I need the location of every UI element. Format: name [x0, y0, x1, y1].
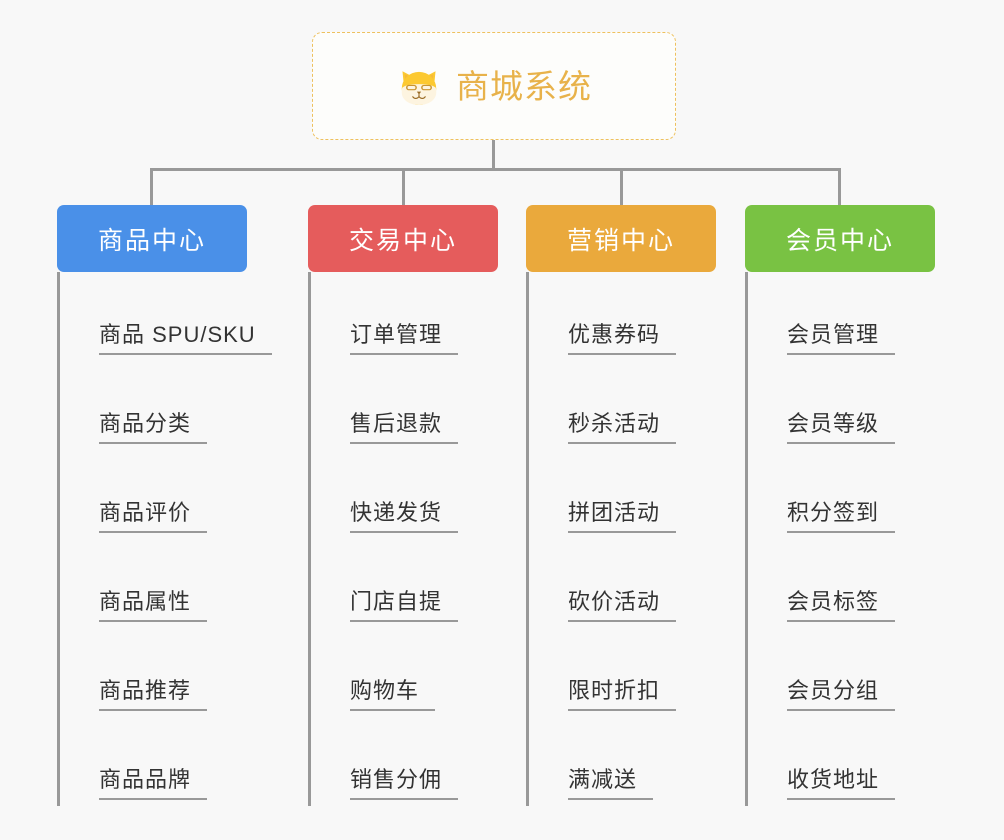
list-item[interactable]: 商品 SPU/SKU [71, 272, 272, 361]
list-item[interactable]: 购物车 [322, 628, 498, 717]
connector-drop-会员中心 [838, 168, 841, 206]
list-item[interactable]: 商品推荐 [71, 628, 247, 717]
list-item-label: 秒杀活动 [568, 411, 677, 444]
list-item[interactable]: 满减送 [540, 717, 716, 806]
list-item[interactable]: 订单管理 [322, 272, 498, 361]
list-item[interactable]: 售后退款 [322, 361, 498, 450]
list-item-label: 会员等级 [787, 411, 896, 444]
branch-header-label: 商品中心 [97, 226, 206, 255]
root-node[interactable]: 商城系统 [312, 32, 676, 140]
list-item-label: 砍价活动 [568, 589, 677, 622]
connector-drop-营销中心 [620, 168, 623, 206]
branch-item-list: 优惠券码 秒杀活动 拼团活动 砍价活动 限时折扣 满减送 [526, 272, 716, 806]
branch-item-list: 会员管理 会员等级 积分签到 会员标签 会员分组 收货地址 [745, 272, 935, 806]
list-item-label: 会员管理 [787, 322, 896, 355]
list-item-label: 会员分组 [787, 678, 896, 711]
list-item[interactable]: 砍价活动 [540, 539, 716, 628]
list-item[interactable]: 销售分佣 [322, 717, 498, 806]
branch-column-trade: 交易中心 订单管理 售后退款 快递发货 门店自提 购物车 销售分佣 [308, 205, 498, 806]
branch-header-product[interactable]: 商品中心 [57, 205, 247, 272]
shiba-dog-face-icon [396, 64, 442, 110]
list-item-label: 限时折扣 [568, 678, 677, 711]
list-item-label: 购物车 [350, 678, 436, 711]
list-item[interactable]: 商品分类 [71, 361, 247, 450]
list-item-label: 快递发货 [350, 500, 459, 533]
branch-header-label: 交易中心 [348, 226, 457, 255]
branch-item-list: 订单管理 售后退款 快递发货 门店自提 购物车 销售分佣 [308, 272, 498, 806]
root-title: 商城系统 [456, 67, 592, 105]
list-item-label: 商品 SPU/SKU [99, 322, 272, 355]
list-item[interactable]: 商品属性 [71, 539, 247, 628]
list-item[interactable]: 积分签到 [759, 450, 935, 539]
list-item-label: 商品品牌 [99, 767, 208, 800]
list-item-label: 商品属性 [99, 589, 208, 622]
branch-header-member[interactable]: 会员中心 [745, 205, 935, 272]
list-item-label: 拼团活动 [568, 500, 677, 533]
connector-horizontal-bus [150, 168, 841, 171]
list-item-label: 门店自提 [350, 589, 459, 622]
list-item[interactable]: 限时折扣 [540, 628, 716, 717]
connector-drop-商品中心 [150, 168, 153, 206]
list-item-label: 订单管理 [350, 322, 459, 355]
list-item-label: 积分签到 [787, 500, 896, 533]
list-item[interactable]: 收货地址 [759, 717, 935, 806]
list-item-label: 会员标签 [787, 589, 896, 622]
list-item[interactable]: 会员标签 [759, 539, 935, 628]
list-item[interactable]: 秒杀活动 [540, 361, 716, 450]
list-item-label: 商品评价 [99, 500, 208, 533]
list-item[interactable]: 商品评价 [71, 450, 247, 539]
branch-item-list: 商品 SPU/SKU 商品分类 商品评价 商品属性 商品推荐 商品品牌 [57, 272, 272, 806]
connector-drop-交易中心 [402, 168, 405, 206]
list-item-label: 售后退款 [350, 411, 459, 444]
connector-root-stem [492, 140, 495, 171]
list-item[interactable]: 快递发货 [322, 450, 498, 539]
list-item[interactable]: 会员分组 [759, 628, 935, 717]
list-item[interactable]: 门店自提 [322, 539, 498, 628]
branch-column-member: 会员中心 会员管理 会员等级 积分签到 会员标签 会员分组 收货地址 [745, 205, 935, 806]
branch-header-label: 营销中心 [566, 226, 675, 255]
list-item[interactable]: 拼团活动 [540, 450, 716, 539]
branch-header-label: 会员中心 [785, 226, 894, 255]
branch-header-trade[interactable]: 交易中心 [308, 205, 498, 272]
list-item-label: 优惠券码 [568, 322, 677, 355]
list-item[interactable]: 商品品牌 [71, 717, 247, 806]
list-item[interactable]: 优惠券码 [540, 272, 716, 361]
list-item-label: 商品推荐 [99, 678, 208, 711]
list-item-label: 销售分佣 [350, 767, 459, 800]
list-item-label: 收货地址 [787, 767, 896, 800]
branch-column-product: 商品中心 商品 SPU/SKU 商品分类 商品评价 商品属性 商品推荐 商品品牌 [57, 205, 272, 806]
branch-column-marketing: 营销中心 优惠券码 秒杀活动 拼团活动 砍价活动 限时折扣 满减送 [526, 205, 716, 806]
branch-header-marketing[interactable]: 营销中心 [526, 205, 716, 272]
list-item[interactable]: 会员管理 [759, 272, 935, 361]
list-item-label: 满减送 [568, 767, 654, 800]
list-item-label: 商品分类 [99, 411, 208, 444]
list-item[interactable]: 会员等级 [759, 361, 935, 450]
